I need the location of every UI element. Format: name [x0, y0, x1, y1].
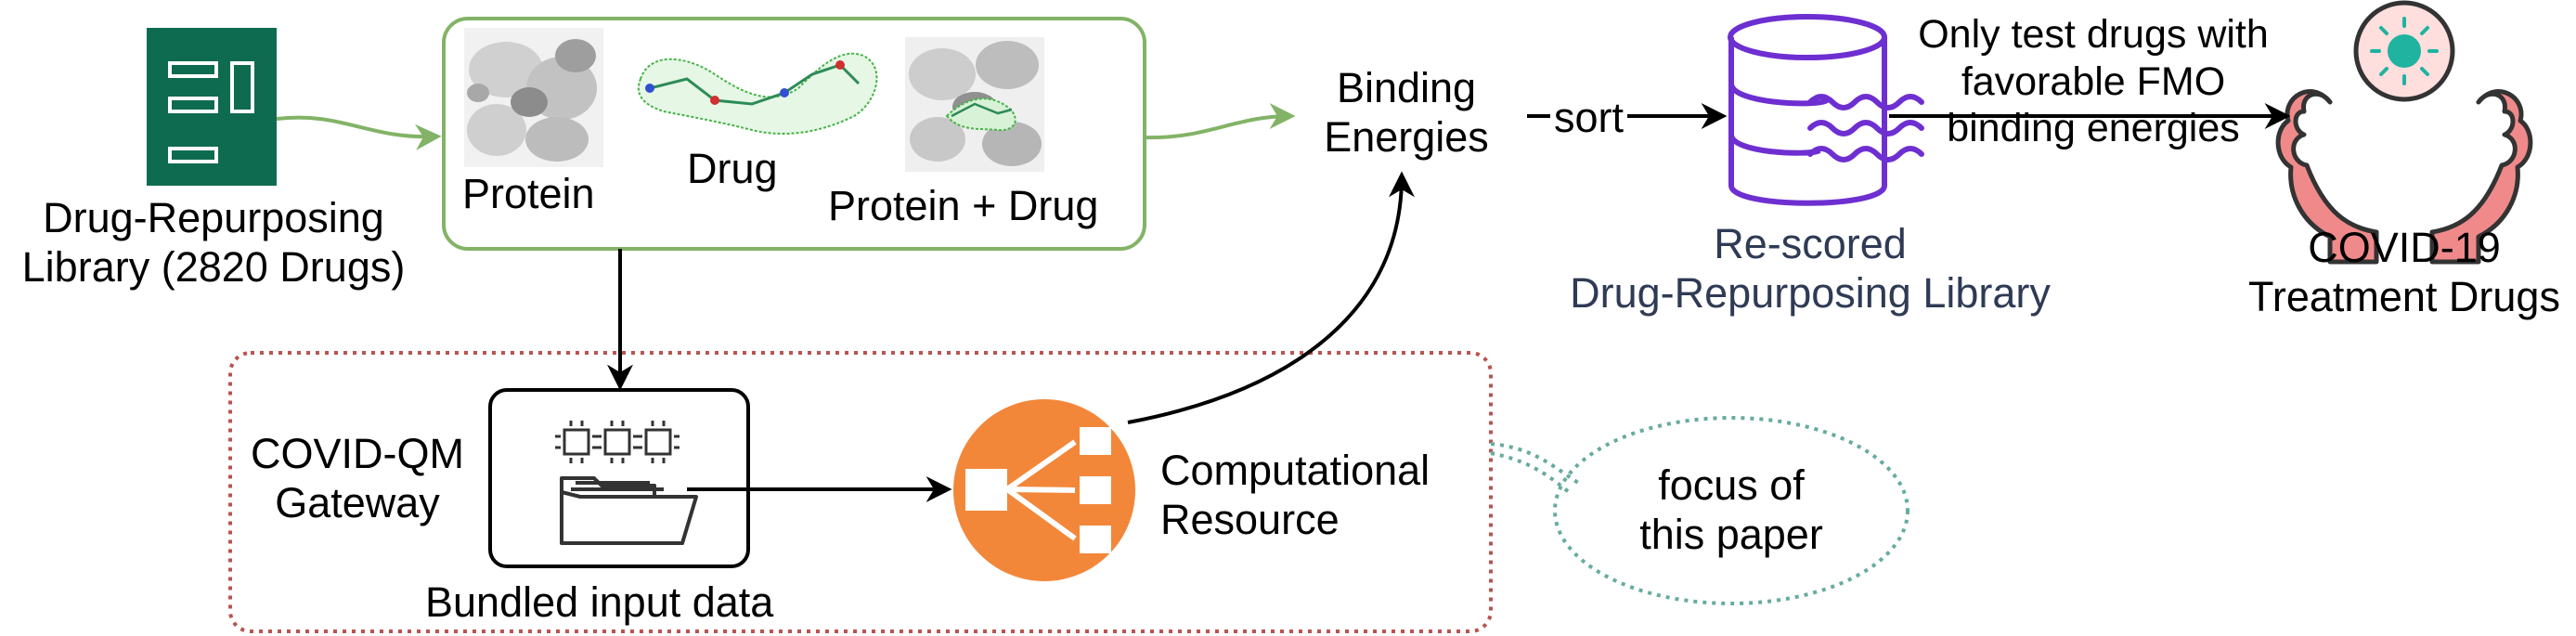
sort-label: sort: [1550, 93, 1628, 143]
gateway-label: COVID-QM Gateway: [232, 429, 483, 527]
focus-note: focus of this paper: [1569, 461, 1894, 559]
binding-energies-line2: Energies: [1324, 113, 1489, 162]
arrow-resource-to-binding: [1127, 171, 1415, 424]
binding-energies-line1: Binding: [1336, 64, 1477, 111]
filter-note-line1: Only test drugs with: [1918, 12, 2269, 57]
treatment-line1: COVID-19: [2308, 224, 2501, 271]
drug-mesh-image: [637, 52, 878, 136]
chip-icon: [555, 421, 680, 463]
protein-label: Protein: [462, 170, 595, 217]
focus-line2: this paper: [1639, 511, 1823, 559]
protein-drug-complex-image: [905, 37, 1044, 172]
computational-resource-icon: [953, 399, 1135, 581]
arrow-inputs-to-binding: [1144, 103, 1296, 140]
filter-note-line3: binding energies: [1947, 106, 2240, 151]
rescored-library-label: Re-scored Drug-Repurposing Library: [1522, 219, 2098, 318]
library-label-line2: Library (2820 Drugs): [21, 243, 406, 292]
treatment-drugs-label: COVID-19 Treatment Drugs: [2242, 223, 2567, 321]
treatment-drugs-icon: [2275, 0, 2533, 265]
focus-bubble: [1553, 416, 1909, 605]
gateway-line1: COVID-QM: [251, 430, 464, 477]
folder-icon: [560, 476, 698, 545]
resource-line2: Resource: [1160, 496, 1340, 544]
treatment-line2: Treatment Drugs: [2248, 273, 2560, 321]
protein-drug-label: Protein + Drug: [828, 182, 1099, 229]
library-label: Drug-Repurposing Library (2820 Drugs): [0, 193, 427, 292]
protein-surface-image: [464, 28, 603, 167]
database-icon: [1728, 14, 1887, 206]
arrow-library-to-inputs: [276, 115, 442, 150]
rescored-line1: Re-scored: [1714, 220, 1907, 267]
filter-note: Only test drugs with favorable FMO bindi…: [1912, 11, 2274, 152]
filter-note-line2: favorable FMO: [1961, 58, 2226, 104]
computational-resource-label: Computational Resource: [1160, 446, 1430, 544]
gateway-box: [488, 388, 750, 568]
binding-energies-label: Binding Energies: [1295, 63, 1518, 162]
focus-bubble-connector: [1490, 442, 1580, 494]
library-icon: [147, 28, 277, 186]
bundled-input-label: Bundled input data: [425, 578, 774, 626]
wave-icon: [1807, 94, 1924, 162]
library-label-line1: Drug-Repurposing: [43, 194, 384, 241]
focus-line1: focus of: [1658, 461, 1805, 509]
rescored-line2: Drug-Repurposing Library: [1570, 269, 2051, 318]
drug-label: Drug: [687, 145, 778, 192]
gateway-line2: Gateway: [275, 479, 440, 527]
input-structures-box: [442, 17, 1146, 251]
resource-line1: Computational: [1160, 447, 1430, 494]
